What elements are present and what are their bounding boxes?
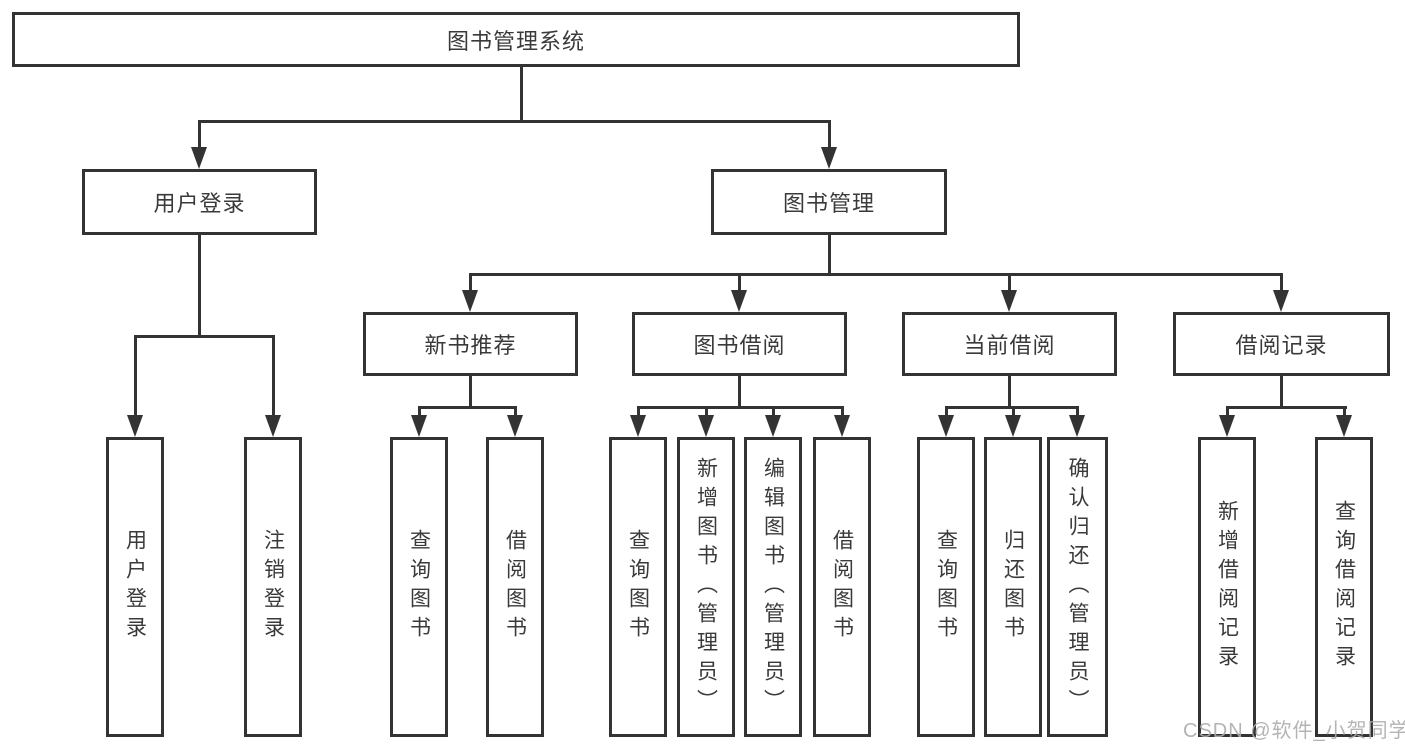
connector-line bbox=[134, 335, 137, 417]
connector-line bbox=[705, 406, 708, 417]
arrow-down-icon bbox=[698, 415, 714, 437]
node-new-book-recommend: 新书推荐 bbox=[363, 312, 578, 376]
leaf-borrow-edit-books-admin: 编辑图书（管理员） bbox=[744, 437, 802, 737]
connector-line bbox=[418, 406, 421, 417]
connector-line bbox=[1012, 406, 1015, 417]
leaf-logout: 注销登录 bbox=[244, 437, 302, 737]
arrow-down-icon bbox=[265, 415, 281, 437]
connector-line bbox=[198, 120, 201, 149]
arrow-down-icon bbox=[507, 415, 523, 437]
connector-line bbox=[841, 406, 844, 417]
leaf-borrow-borrow-books: 借阅图书 bbox=[813, 437, 871, 737]
connector-line bbox=[1008, 273, 1011, 292]
arrow-down-icon bbox=[1273, 290, 1289, 312]
connector-line bbox=[945, 406, 948, 417]
arrow-down-icon bbox=[1001, 290, 1017, 312]
connector-line bbox=[469, 273, 1283, 276]
connector-line bbox=[1280, 273, 1283, 292]
arrow-down-icon bbox=[1069, 415, 1085, 437]
arrow-down-icon bbox=[127, 415, 143, 437]
arrow-down-icon bbox=[765, 415, 781, 437]
connector-line bbox=[469, 376, 472, 406]
node-root: 图书管理系统 bbox=[12, 12, 1020, 67]
connector-line bbox=[1076, 406, 1079, 417]
connector-line bbox=[1226, 406, 1347, 409]
arrow-down-icon bbox=[630, 415, 646, 437]
leaf-borrow-query-books: 查询图书 bbox=[609, 437, 667, 737]
leaf-current-query-books: 查询图书 bbox=[917, 437, 975, 737]
leaf-current-return-books: 归还图书 bbox=[984, 437, 1042, 737]
watermark: CSDN @软件_小贺同学 bbox=[1183, 720, 1405, 742]
arrow-down-icon bbox=[1219, 415, 1235, 437]
arrow-down-icon bbox=[938, 415, 954, 437]
connector-line bbox=[514, 406, 517, 417]
leaf-user-login: 用户登录 bbox=[106, 437, 164, 737]
connector-line bbox=[738, 376, 741, 406]
arrow-down-icon bbox=[834, 415, 850, 437]
connector-line bbox=[520, 67, 523, 120]
connector-line bbox=[134, 335, 275, 338]
node-borrow-records: 借阅记录 bbox=[1173, 312, 1390, 376]
connector-line bbox=[198, 235, 201, 335]
connector-line bbox=[1226, 406, 1229, 417]
leaf-borrow-add-books-admin: 新增图书（管理员） bbox=[677, 437, 735, 737]
connector-line bbox=[637, 406, 640, 417]
arrow-down-icon bbox=[191, 147, 207, 169]
arrow-down-icon bbox=[1336, 415, 1352, 437]
connector-line bbox=[198, 120, 831, 123]
arrow-down-icon bbox=[411, 415, 427, 437]
arrow-down-icon bbox=[1005, 415, 1021, 437]
connector-line bbox=[828, 120, 831, 149]
connector-line bbox=[772, 406, 775, 417]
arrow-down-icon bbox=[821, 147, 837, 169]
leaf-records-add-record: 新增借阅记录 bbox=[1198, 437, 1256, 737]
node-book-borrow: 图书借阅 bbox=[632, 312, 847, 376]
connector-line bbox=[637, 406, 843, 409]
node-user-login: 用户登录 bbox=[82, 169, 317, 235]
node-current-borrow: 当前借阅 bbox=[902, 312, 1117, 376]
connector-line bbox=[828, 235, 831, 273]
arrow-down-icon bbox=[462, 290, 478, 312]
connector-line bbox=[738, 273, 741, 292]
connector-line bbox=[418, 406, 517, 409]
leaf-recommend-borrow-books: 借阅图书 bbox=[486, 437, 544, 737]
connector-line bbox=[1343, 406, 1346, 417]
leaf-recommend-query-books: 查询图书 bbox=[390, 437, 448, 737]
node-book-management: 图书管理 bbox=[711, 169, 947, 235]
connector-line bbox=[469, 273, 472, 292]
connector-line bbox=[1280, 376, 1283, 406]
leaf-current-confirm-return-admin: 确认归还（管理员） bbox=[1047, 437, 1108, 737]
connector-line bbox=[272, 335, 275, 417]
leaf-records-query-record: 查询借阅记录 bbox=[1315, 437, 1373, 737]
arrow-down-icon bbox=[731, 290, 747, 312]
connector-line bbox=[1008, 376, 1011, 406]
